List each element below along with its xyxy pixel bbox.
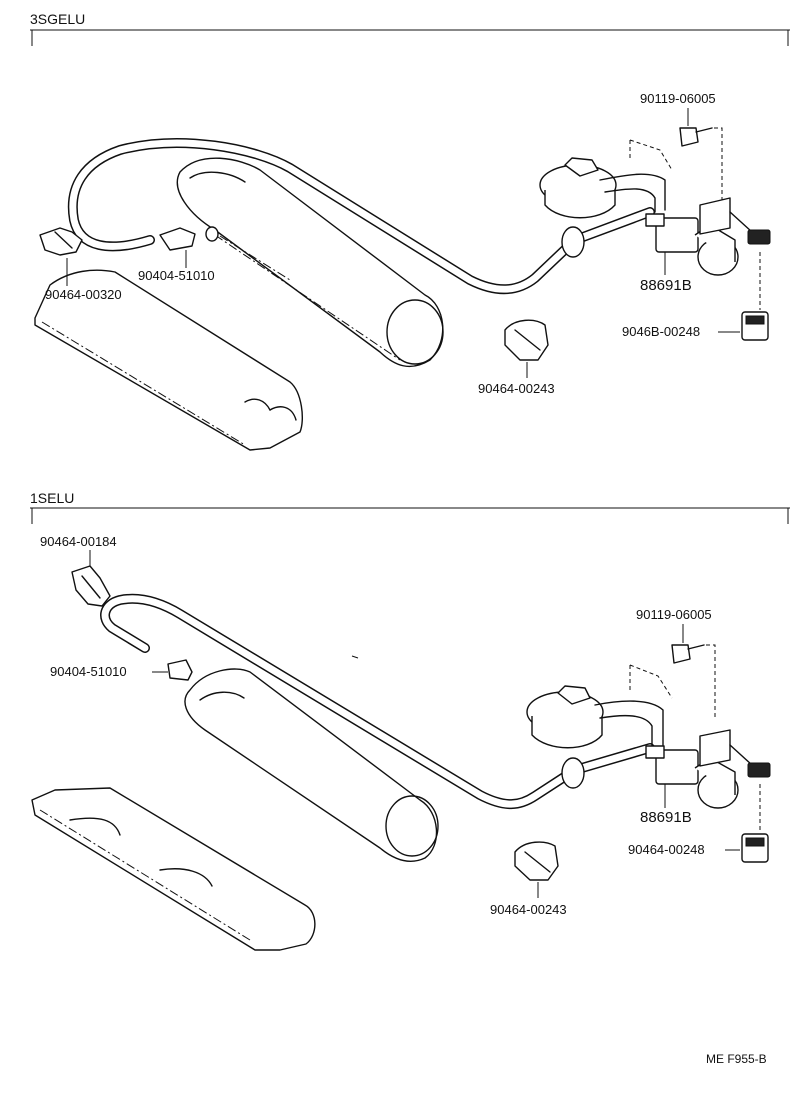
section-label-top: 3SGELU <box>30 11 85 27</box>
hose-grommet-top <box>561 226 585 258</box>
label-vsv-bottom: 88691B <box>640 809 692 826</box>
label-bolt-bottom: 90119-06005 <box>636 607 712 622</box>
bolt-top <box>679 127 723 200</box>
clamp-left-part-bottom <box>71 565 111 607</box>
vsv-assembly-top <box>645 197 771 276</box>
vacuum-hose-top <box>67 138 655 295</box>
bolt-bottom <box>671 644 716 720</box>
label-hose-clamp-top: 90464-00243 <box>478 381 555 396</box>
label-union-bottom: 90404-51010 <box>50 664 127 679</box>
label-connector-clamp-bottom: 90464-00248 <box>628 842 705 857</box>
vsv-assembly-bottom <box>645 729 771 809</box>
label-clamp-left-bottom: 90464-00184 <box>40 534 117 549</box>
section-label-bottom: 1SELU <box>30 490 74 506</box>
egr-valve-top <box>539 139 673 219</box>
figure-code: ME F955-B <box>706 1052 767 1066</box>
intake-plenum-bottom <box>31 787 316 951</box>
leaders-top <box>66 108 740 378</box>
label-bolt-top: 90119-06005 <box>640 91 716 106</box>
section-3sgelu: 3SGELU <box>30 11 790 451</box>
clamp-left-part-top <box>39 227 83 256</box>
engine-cover-bottom <box>184 668 439 862</box>
label-connector-clamp-top: 9046B-00248 <box>622 324 700 339</box>
union-part-top <box>159 226 291 281</box>
label-clamp-left-top: 90464-00320 <box>45 287 122 302</box>
egr-valve-bottom <box>526 664 673 749</box>
section-1selu: 1SELU <box>30 490 790 951</box>
hose-grommet-bottom <box>561 757 585 789</box>
label-union-top: 90404-51010 <box>138 268 215 283</box>
leaders-bottom <box>89 550 740 898</box>
label-vsv-top: 88691B <box>640 277 692 294</box>
hose-clamp-part-top <box>504 319 549 361</box>
union-part-bottom <box>167 659 193 681</box>
connector-clamp-bottom <box>741 784 769 863</box>
engine-cover-top <box>176 157 444 368</box>
label-hose-clamp-bottom: 90464-00243 <box>490 902 567 917</box>
hose-clamp-part-bottom <box>514 841 559 881</box>
connector-clamp-top <box>741 252 769 341</box>
vacuum-hose-bottom <box>100 593 655 810</box>
intake-plenum-top <box>34 269 303 451</box>
